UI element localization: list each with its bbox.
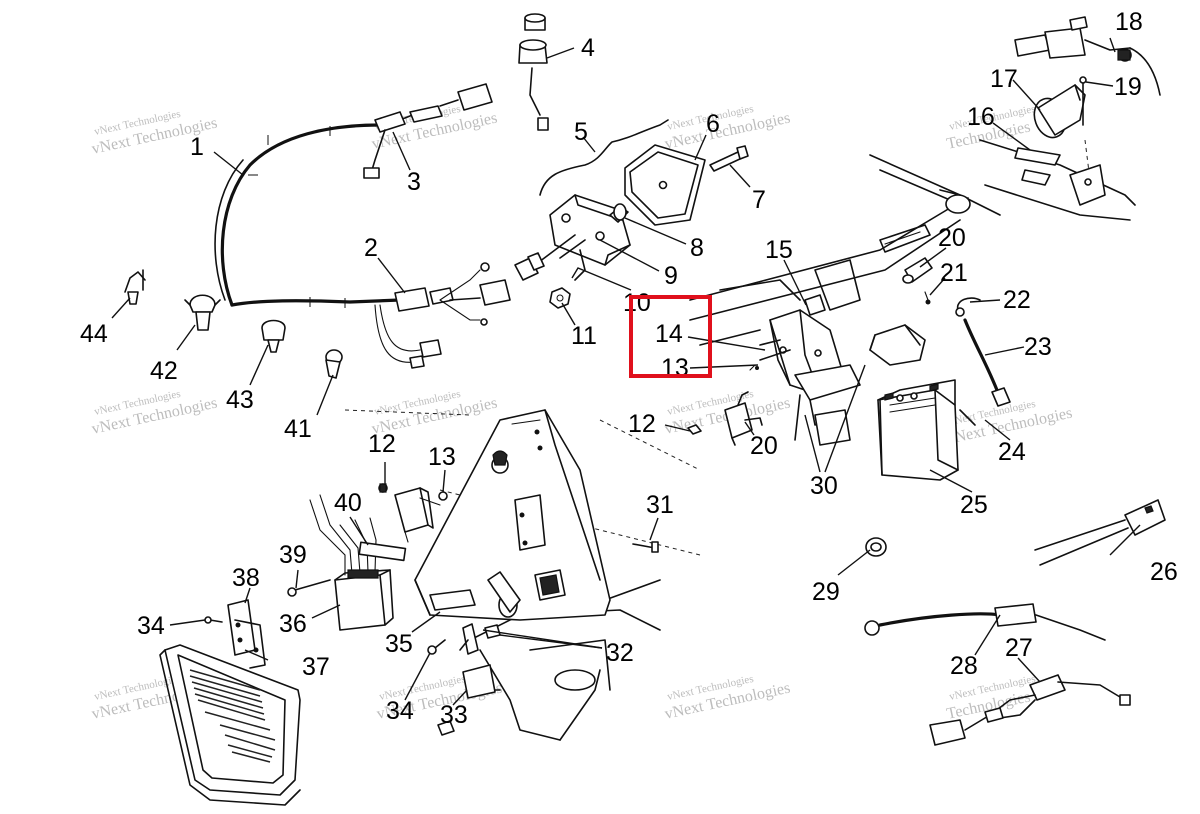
- callout-numbers: 1 2 3 4 5 6 7 8 9 10 11 15 14 13 12 20 2…: [80, 8, 1178, 729]
- battery-bracket-30: [759, 294, 861, 446]
- callout-11: 11: [571, 322, 597, 350]
- callout-36: 36: [279, 610, 307, 638]
- callout-29: 29: [812, 578, 840, 606]
- callout-25: 25: [960, 491, 988, 519]
- rear-panel-35: [414, 409, 611, 621]
- callout-21: 21: [940, 259, 968, 287]
- callout-23: 23: [1024, 333, 1052, 361]
- callout-43: 43: [226, 386, 254, 414]
- callout-18: 18: [1115, 8, 1143, 36]
- switch-20: [687, 364, 763, 446]
- callout-27: 27: [1005, 634, 1033, 662]
- callout-4: 4: [581, 34, 595, 62]
- socket-4: [518, 13, 549, 131]
- watermark: vNext Technologies vNext Technologies: [90, 388, 219, 438]
- callout-24: 24: [998, 438, 1026, 466]
- callout-33: 33: [440, 701, 468, 729]
- callout-17: 17: [990, 65, 1018, 93]
- chassis-frame: [344, 154, 1001, 741]
- callout-44: 44: [80, 320, 108, 348]
- callout-14: 14: [655, 320, 683, 348]
- highlight-box: [629, 295, 712, 378]
- callout-40: 40: [334, 489, 362, 517]
- callout-38: 38: [232, 564, 260, 592]
- callout-13: 13: [428, 443, 456, 471]
- callout-16: 16: [967, 103, 995, 131]
- wire-harness-1: [214, 83, 511, 369]
- battery-25: [869, 324, 959, 481]
- callout-34: 34: [137, 612, 165, 640]
- callout-19: 19: [1114, 73, 1142, 101]
- callout-35: 35: [385, 630, 413, 658]
- callout-28: 28: [950, 652, 978, 680]
- callout-9: 9: [664, 262, 678, 290]
- callout-6: 6: [706, 110, 720, 138]
- callout-2: 2: [364, 234, 378, 262]
- callout-20: 20: [938, 224, 966, 252]
- rear-guard-37: [159, 599, 301, 806]
- callout-7: 7: [752, 186, 766, 214]
- taillight-assembly: [514, 119, 749, 309]
- callout-30: 30: [810, 472, 838, 500]
- leader-lines: [111, 37, 1141, 706]
- callout-12: 12: [628, 410, 656, 438]
- callout-8: 8: [690, 234, 704, 262]
- callout-10: 10: [623, 289, 651, 317]
- callout-3: 3: [407, 168, 421, 196]
- callout-22: 22: [1003, 286, 1031, 314]
- callout-42: 42: [150, 357, 178, 385]
- callout-26: 26: [1150, 558, 1178, 586]
- module-36: [309, 494, 407, 631]
- callout-37: 37: [302, 653, 330, 681]
- callout-34: 34: [386, 697, 414, 725]
- handlebar-parts: [979, 16, 1161, 221]
- watermark: vNext Technologies vNext Technologies: [663, 103, 792, 153]
- callout-20: 20: [750, 432, 778, 460]
- callout-32: 32: [606, 639, 634, 667]
- callout-39: 39: [279, 541, 307, 569]
- lower-center-parts: [287, 541, 659, 736]
- callout-12: 12: [368, 430, 396, 458]
- callout-31: 31: [646, 491, 674, 519]
- relay-13-part: [378, 483, 448, 543]
- callout-5: 5: [574, 118, 588, 146]
- callout-1: 1: [190, 133, 204, 161]
- watermark: vNext Technologies vNext Technologies: [663, 673, 792, 723]
- callout-15: 15: [765, 236, 793, 264]
- small-parts-left: [124, 269, 343, 379]
- callout-41: 41: [284, 415, 312, 443]
